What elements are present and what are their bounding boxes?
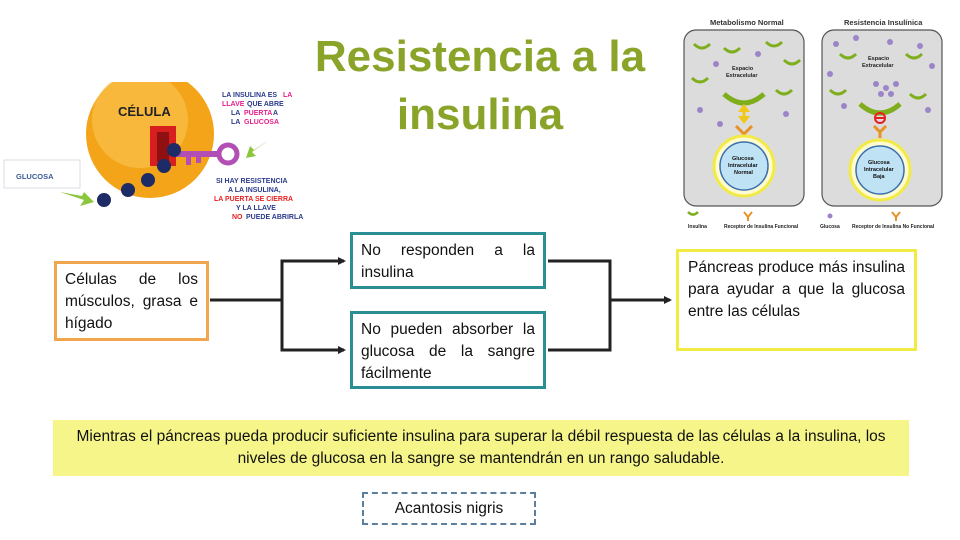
glucose-bead [121, 183, 135, 197]
no-absorb-box: No pueden absorber la glucosa de la sang… [350, 311, 546, 389]
glucose-label: GLUCOSA [16, 172, 54, 181]
pancreas-box: Páncreas produce más insulina para ayuda… [676, 249, 917, 351]
metabolism-comparison-illustration: Metabolismo Normal Resistencia Insulínic… [683, 18, 943, 230]
no-respond-box: No responden a la insulina [350, 232, 546, 289]
cell-insulin-illustration: GLUCOSA CÉLULA LA INSULINA ES LA LLAVE Q… [3, 82, 304, 224]
glucose-bead [97, 193, 111, 207]
door-panel [157, 132, 169, 162]
key-explanation: LA INSULINA ES LA LLAVE QUE ABRE LA PUER… [222, 92, 294, 126]
svg-text:Normal: Normal [734, 170, 753, 176]
blocked-icon [874, 112, 886, 124]
legend-nonfunctional-receptor: Receptor de Insulina No Funcional [852, 224, 935, 230]
connector-to-no-absorb [280, 300, 346, 354]
glucose-legend-icon [827, 213, 833, 219]
cells-box: Células de los músculos, grasa e hígado [54, 261, 209, 341]
key-icon [176, 151, 220, 157]
resistance-explanation: SI HAY RESISTENCIA A LA INSULINA, LA PUE… [214, 178, 303, 221]
legend-glucose: Glucosa [820, 224, 840, 230]
normal-panel-title: Metabolismo Normal [710, 18, 784, 27]
cell-label: CÉLULA [118, 104, 171, 119]
nonfunctional-receptor-icon [872, 124, 888, 138]
svg-text:Extracelular: Extracelular [726, 73, 758, 79]
svg-text:Baja: Baja [873, 174, 886, 180]
arrow-to-key-icon [246, 138, 272, 158]
svg-text:Glucosa: Glucosa [732, 156, 755, 162]
svg-text:Extracelular: Extracelular [862, 63, 894, 69]
normal-extracellular: Espacio Extracelular [690, 40, 802, 127]
acanthosis-box: Acantosis nigris [362, 492, 536, 525]
insulin-legend-icon [687, 211, 699, 216]
connector-merge [548, 259, 612, 352]
svg-text:Intracelular: Intracelular [728, 163, 759, 169]
glucose-bead [157, 159, 171, 173]
svg-text:Intracelular: Intracelular [864, 167, 895, 173]
connector-to-no-respond [210, 257, 346, 302]
glucose-bead [141, 173, 155, 187]
glucose-bead [167, 143, 181, 157]
glucose-label-box [3, 159, 81, 189]
page-title: Resistencia a la insulina [314, 32, 646, 139]
svg-text:Glucosa: Glucosa [868, 160, 891, 166]
svg-text:Espacio: Espacio [868, 56, 890, 62]
explanation-note: Mientras el páncreas pueda producir sufi… [53, 420, 909, 476]
functional-receptor-icon [734, 124, 754, 137]
legend-insulin: Insulina [688, 224, 707, 230]
resistance-panel-title: Resistencia Insulínica [844, 18, 923, 27]
arrow-to-cell-icon [60, 192, 94, 206]
legend-functional-receptor: Receptor de Insulina Funcional [724, 224, 799, 230]
svg-text:Espacio: Espacio [732, 66, 754, 72]
